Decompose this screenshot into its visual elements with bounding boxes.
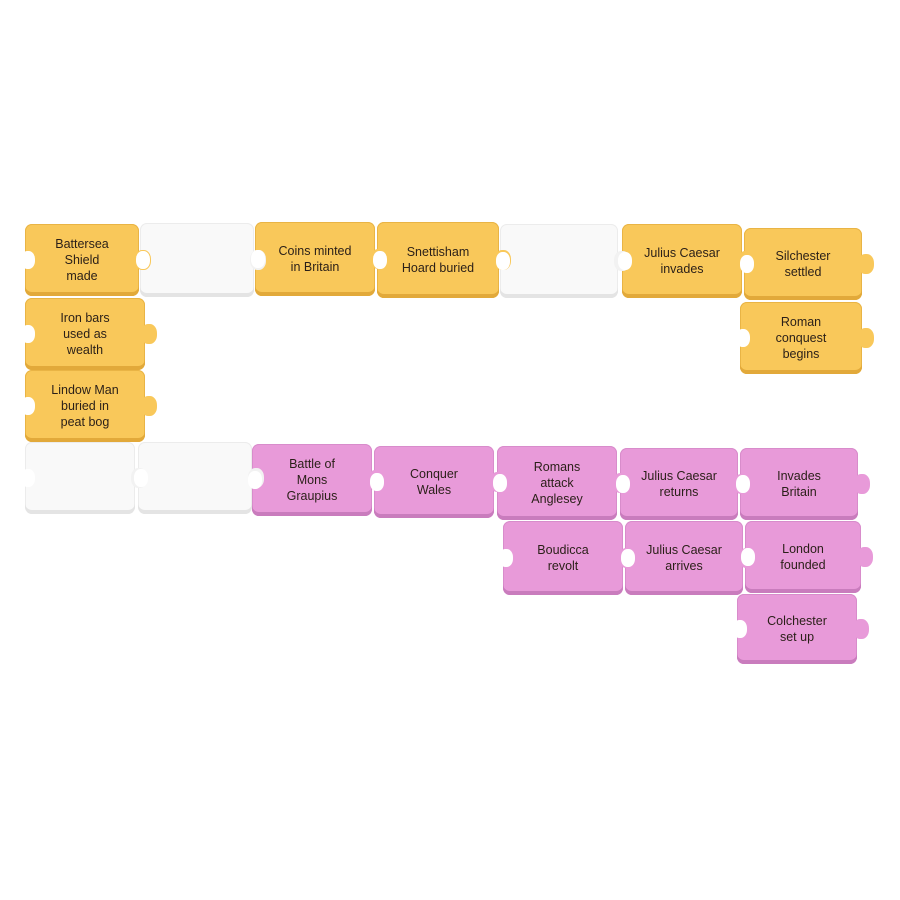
piece-battersea[interactable]: Battersea Shield made [21,224,151,296]
piece-colchester[interactable]: Colchester set up [733,594,869,664]
piece-silchester[interactable]: Silchester settled [740,228,874,300]
piece-label: Roman conquest begins [775,315,827,361]
piece-label: Conquer Wales [410,467,458,497]
piece-label: Snettisham Hoard buried [401,245,475,275]
piece-label: Julius Caesar arrives [646,543,722,573]
piece-blank[interactable] [496,224,630,298]
piece-label: Romans attack Anglesey [531,460,583,506]
piece-invades-britain[interactable]: Invades Britain [736,448,870,520]
piece-caesar-arrives[interactable]: Julius Caesar arrives [621,521,755,595]
piece-caesar-returns[interactable]: Julius Caesar returns [616,448,750,520]
piece-label: Colchester set up [767,614,827,644]
piece-label: Lindow Man buried in peat bog [51,383,119,429]
piece-label: Invades Britain [777,469,821,499]
piece-label: London founded [780,542,826,572]
piece-label: Battle of Mons Graupius [286,457,338,503]
piece-london[interactable]: London founded [741,521,873,593]
piece-boudicca[interactable]: Boudicca revolt [499,521,635,595]
piece-coins[interactable]: Coins minted in Britain [251,222,387,296]
piece-label: Julius Caesar invades [644,246,720,276]
piece-label: Silchester settled [775,249,831,279]
piece-anglesey[interactable]: Romans attack Anglesey [493,446,629,520]
piece-snettisham[interactable]: Snettisham Hoard buried [373,222,511,298]
piece-lindow[interactable]: Lindow Man buried in peat bog [21,370,157,442]
piece-label: Julius Caesar returns [641,469,717,499]
piece-wales[interactable]: Conquer Wales [370,446,506,518]
piece-roman-conquest[interactable]: Roman conquest begins [736,302,874,374]
piece-iron-bars[interactable]: Iron bars used as wealth [21,298,157,370]
piece-blank[interactable] [136,223,266,297]
piece-label: Coins minted in Britain [278,244,352,274]
piece-blank[interactable] [21,442,147,514]
piece-caesar-invades[interactable]: Julius Caesar invades [618,224,754,298]
piece-label: Iron bars used as wealth [60,311,110,357]
piece-mons-graupius[interactable]: Battle of Mons Graupius [248,444,384,516]
piece-label: Battersea Shield made [55,237,109,283]
piece-label: Boudicca revolt [537,543,589,573]
piece-blank[interactable] [134,442,264,514]
